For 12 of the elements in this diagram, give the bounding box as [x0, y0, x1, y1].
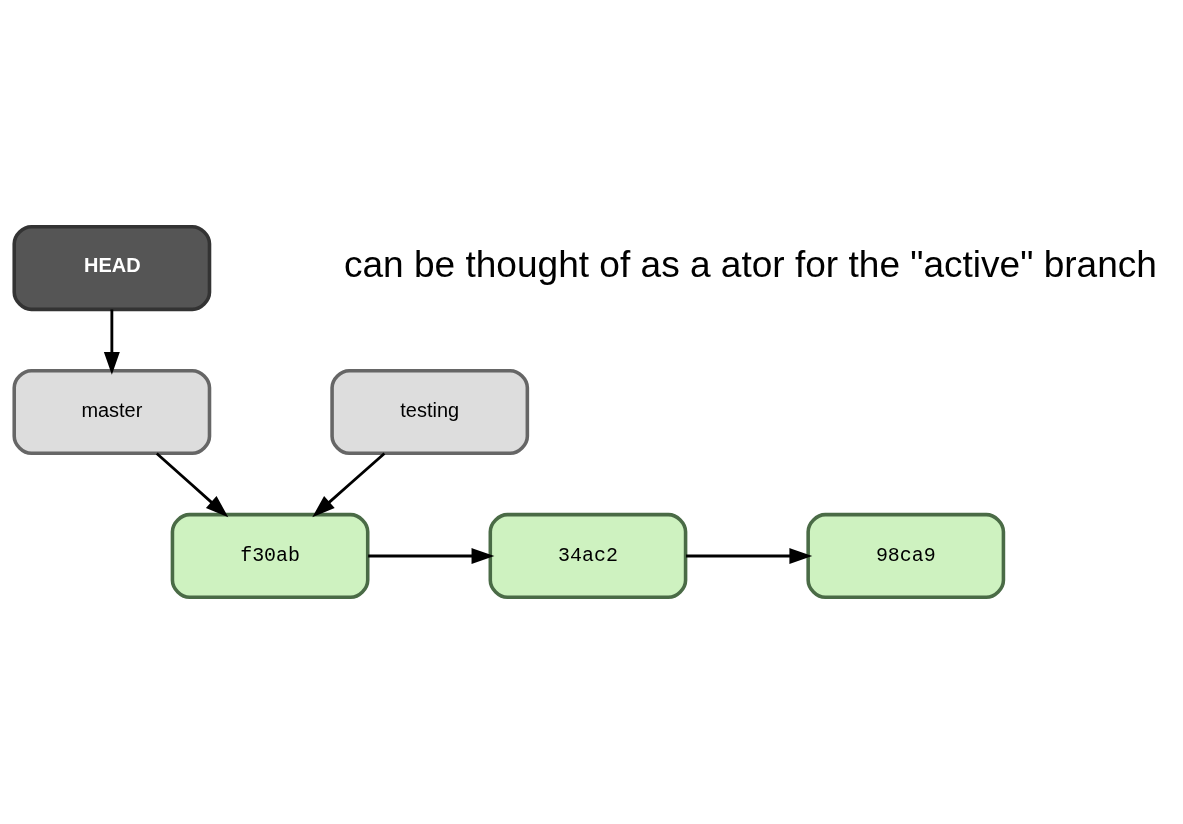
arrow [368, 547, 495, 564]
node-box: testing [330, 368, 530, 456]
node-box: HEAD [12, 224, 212, 312]
arrow [312, 452, 386, 518]
node-box: master [12, 368, 212, 456]
label: can be thought of as a ator for the "active" branch [343, 243, 1157, 286]
node-box: 34ac2 [488, 512, 688, 600]
arrow [686, 547, 813, 564]
arrow [103, 309, 120, 375]
node-box: 98ca9 [806, 512, 1006, 600]
arrow [155, 452, 229, 518]
node-box: f30ab [170, 512, 370, 600]
